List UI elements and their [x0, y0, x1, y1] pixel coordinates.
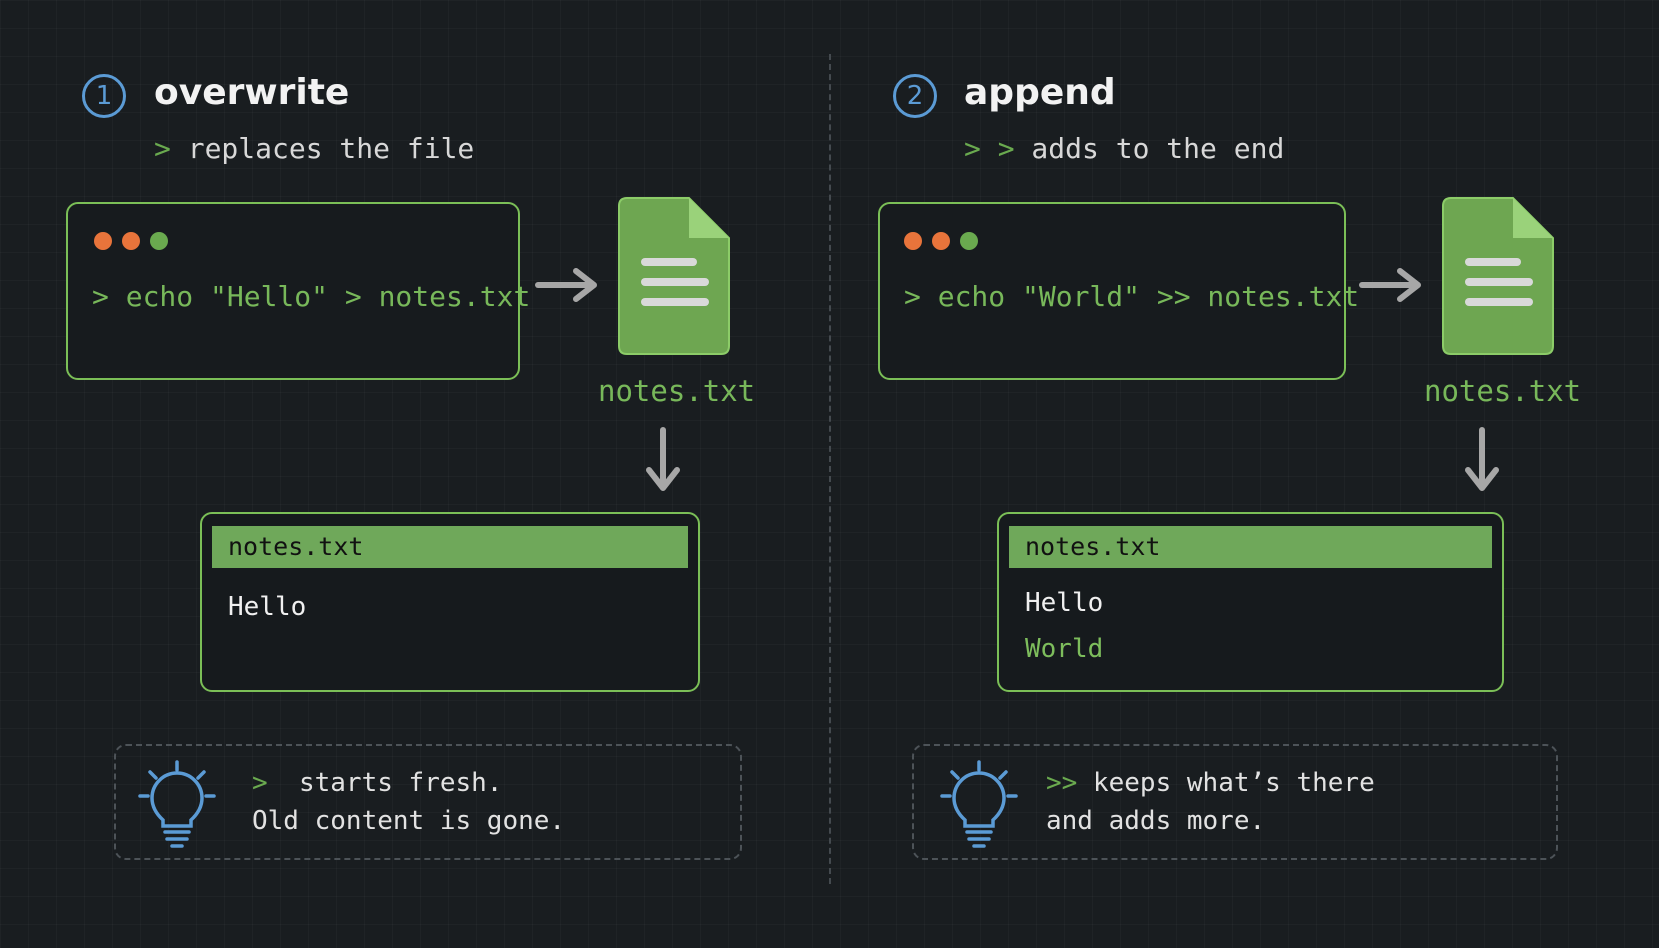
tip-line-2: and adds more.	[1046, 806, 1266, 836]
window-dot-maximize	[150, 232, 168, 250]
tip-line-1: starts fresh.	[267, 768, 503, 798]
subtitle-text: adds to the end	[1014, 132, 1285, 165]
section-divider	[829, 54, 831, 884]
step-number-badge: 2	[893, 74, 937, 118]
step-subtitle: > > adds to the end	[964, 132, 1284, 165]
tip-text: > starts fresh. Old content is gone.	[252, 764, 565, 840]
window-dot-close	[904, 232, 922, 250]
step-subtitle: > replaces the file	[154, 132, 474, 165]
window-dot-maximize	[960, 232, 978, 250]
tip-line-2: Old content is gone.	[252, 806, 566, 836]
prompt-symbol: >	[904, 280, 921, 313]
command-text: echo "Hello" > notes.txt	[108, 280, 531, 313]
operator-symbol: > >	[964, 132, 1015, 165]
subtitle-text: replaces the file	[170, 132, 475, 165]
tip-text: >> keeps what’s there and adds more.	[1046, 764, 1375, 840]
window-dot-close	[94, 232, 112, 250]
step-title: overwrite	[154, 72, 350, 113]
arrow-right-icon	[535, 268, 597, 302]
panel-title: notes.txt	[1009, 526, 1492, 568]
tip-box: > starts fresh. Old content is gone.	[114, 744, 742, 860]
operator-symbol: >	[252, 768, 268, 798]
terminal-command: > echo "World" >> notes.txt	[904, 280, 1359, 313]
arrow-right-icon	[1359, 268, 1421, 302]
prompt-symbol: >	[92, 280, 109, 313]
terminal-window: > echo "Hello" > notes.txt	[66, 202, 530, 380]
tip-line-1: keeps what’s there	[1077, 768, 1375, 798]
arrow-down-icon	[1465, 427, 1499, 491]
panel-title: notes.txt	[212, 526, 688, 568]
lightbulb-icon	[138, 760, 216, 848]
file-line-appended: World	[1025, 634, 1104, 664]
file-line: Hello	[1025, 588, 1104, 618]
window-dot-minimize	[122, 232, 140, 250]
command-text: echo "World" >> notes.txt	[920, 280, 1360, 313]
file-line: Hello	[228, 592, 307, 622]
tip-box: >> keeps what’s there and adds more.	[912, 744, 1558, 860]
file-contents-panel: notes.txt Hello World	[997, 512, 1504, 692]
arrow-down-icon	[646, 427, 680, 491]
step-title: append	[964, 72, 1116, 113]
operator-symbol: >>	[1046, 768, 1078, 798]
file-icon	[1442, 197, 1554, 355]
step-number-badge: 1	[82, 74, 126, 118]
window-dot-minimize	[932, 232, 950, 250]
operator-symbol: >	[154, 132, 171, 165]
terminal-window: > echo "World" >> notes.txt	[878, 202, 1359, 380]
lightbulb-icon	[940, 760, 1018, 848]
file-label: notes.txt	[1424, 374, 1582, 408]
file-label: notes.txt	[598, 374, 756, 408]
file-icon	[618, 197, 730, 355]
file-contents-panel: notes.txt Hello	[200, 512, 700, 692]
terminal-command: > echo "Hello" > notes.txt	[92, 280, 530, 313]
